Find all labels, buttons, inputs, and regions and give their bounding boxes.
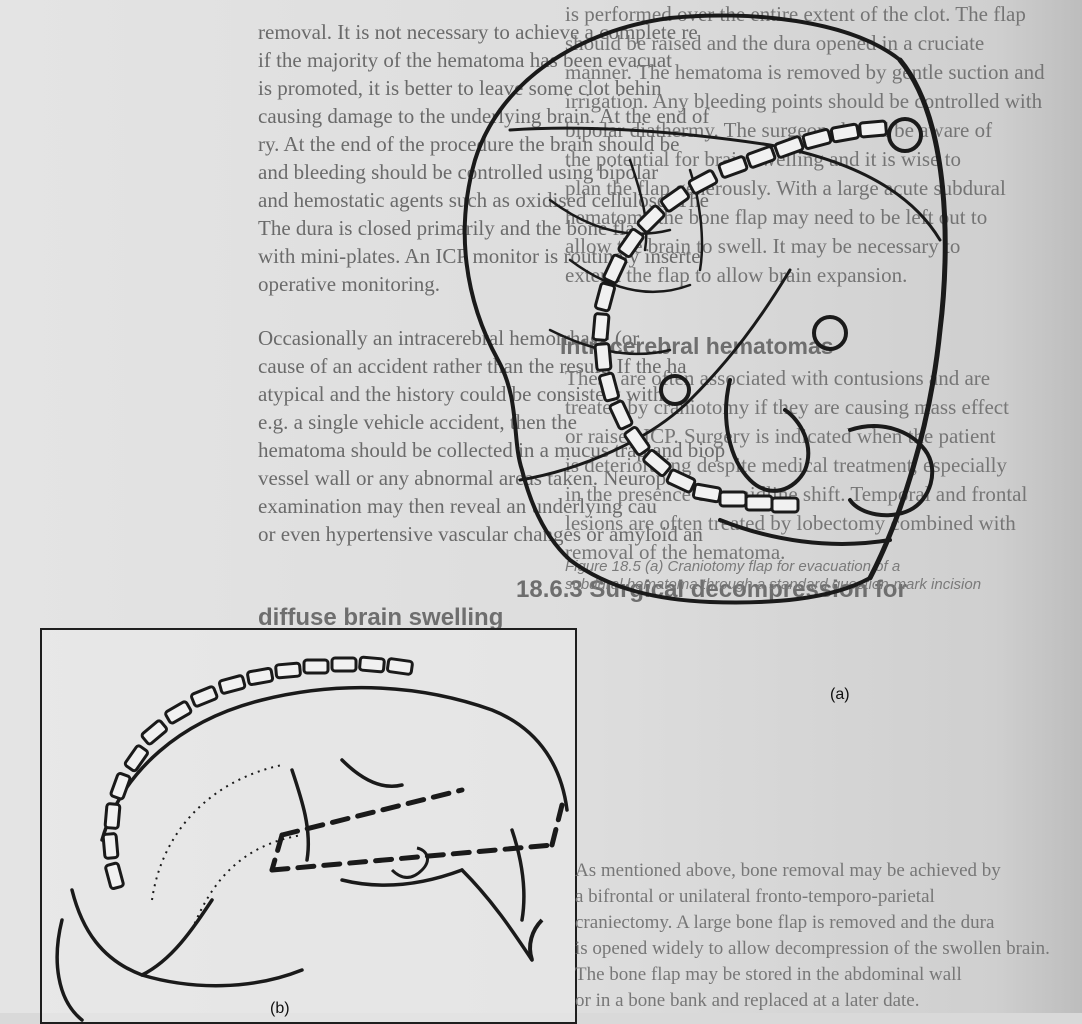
text-line: craniectomy. A large bone flap is remove… — [575, 910, 1050, 936]
figure-b-label: (b) — [270, 1000, 290, 1018]
text-line: As mentioned above, bone removal may be … — [575, 858, 1050, 884]
text-line: is opened widely to allow decompression … — [575, 936, 1050, 962]
figure-a-label: (a) — [830, 686, 850, 704]
figure-b-illustration — [42, 630, 575, 1022]
text-line: a bifrontal or unilateral fronto-temporo… — [575, 884, 1050, 910]
text-line: or in a bone bank and replaced at a late… — [575, 988, 1050, 1014]
text-line: The bone flap may be stored in the abdom… — [575, 962, 1050, 988]
figure-a-craniotomy-illustration — [250, 0, 970, 680]
bottom-right-text: As mentioned above, bone removal may be … — [575, 858, 1050, 1014]
figure-b-panel — [40, 628, 577, 1024]
